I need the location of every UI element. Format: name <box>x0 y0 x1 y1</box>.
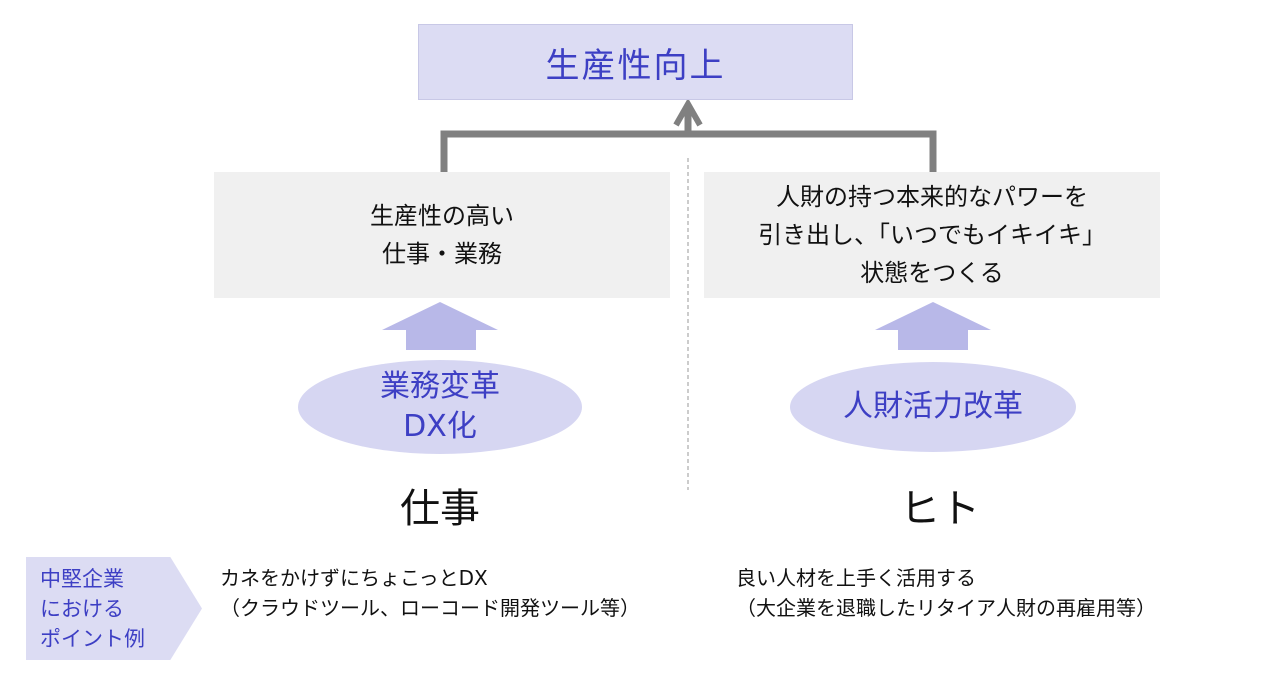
people-point-line-1: 良い人材を上手く活用する <box>736 566 976 590</box>
point-tag-line-3: ポイント例 <box>40 626 145 651</box>
work-outcome-box: 生産性の高い 仕事・業務 <box>214 172 670 298</box>
point-example-tag: 中堅企業 における ポイント例 <box>26 557 202 660</box>
work-point-text: カネをかけずにちょこっとDX （クラウドツール、ローコード開発ツール等） <box>220 563 640 623</box>
business-reform-line-2: DX化 <box>403 409 477 444</box>
people-point-line-2: （大企業を退職したリタイア人財の再雇用等） <box>736 596 1156 620</box>
left-up-arrow <box>382 302 498 350</box>
work-outcome-line-1: 生産性の高い <box>370 202 514 230</box>
people-outcome-line-3: 状態をつくる <box>860 259 1004 287</box>
business-reform-ellipse: 業務変革 DX化 <box>298 360 582 454</box>
talent-vitality-label: 人財活力改革 <box>843 389 1023 424</box>
talent-vitality-ellipse: 人財活力改革 <box>790 362 1076 452</box>
people-outcome-line-1: 人財の持つ本来的なパワーを <box>776 183 1088 211</box>
goal-label: 生産性向上 <box>545 45 726 86</box>
point-tag-line-2: における <box>40 596 124 621</box>
people-outcome-line-2: 引き出し、「いつでもイキイキ」 <box>758 221 1106 249</box>
work-outcome-line-2: 仕事・業務 <box>382 240 502 268</box>
category-work: 仕事 <box>400 486 480 532</box>
goal-arrowhead <box>673 97 703 127</box>
work-point-line-1: カネをかけずにちょこっとDX <box>220 566 488 590</box>
people-outcome-box: 人財の持つ本来的なパワーを 引き出し、「いつでもイキイキ」 状態をつくる <box>704 172 1160 298</box>
point-tag-line-1: 中堅企業 <box>40 566 124 591</box>
category-people: ヒト <box>900 486 980 532</box>
goal-box: 生産性向上 <box>418 24 853 100</box>
work-point-line-2: （クラウドツール、ローコード開発ツール等） <box>220 596 640 620</box>
right-up-arrow <box>875 302 991 350</box>
people-point-text: 良い人材を上手く活用する （大企業を退職したリタイア人財の再雇用等） <box>736 563 1156 623</box>
business-reform-line-1: 業務変革 <box>380 369 500 404</box>
